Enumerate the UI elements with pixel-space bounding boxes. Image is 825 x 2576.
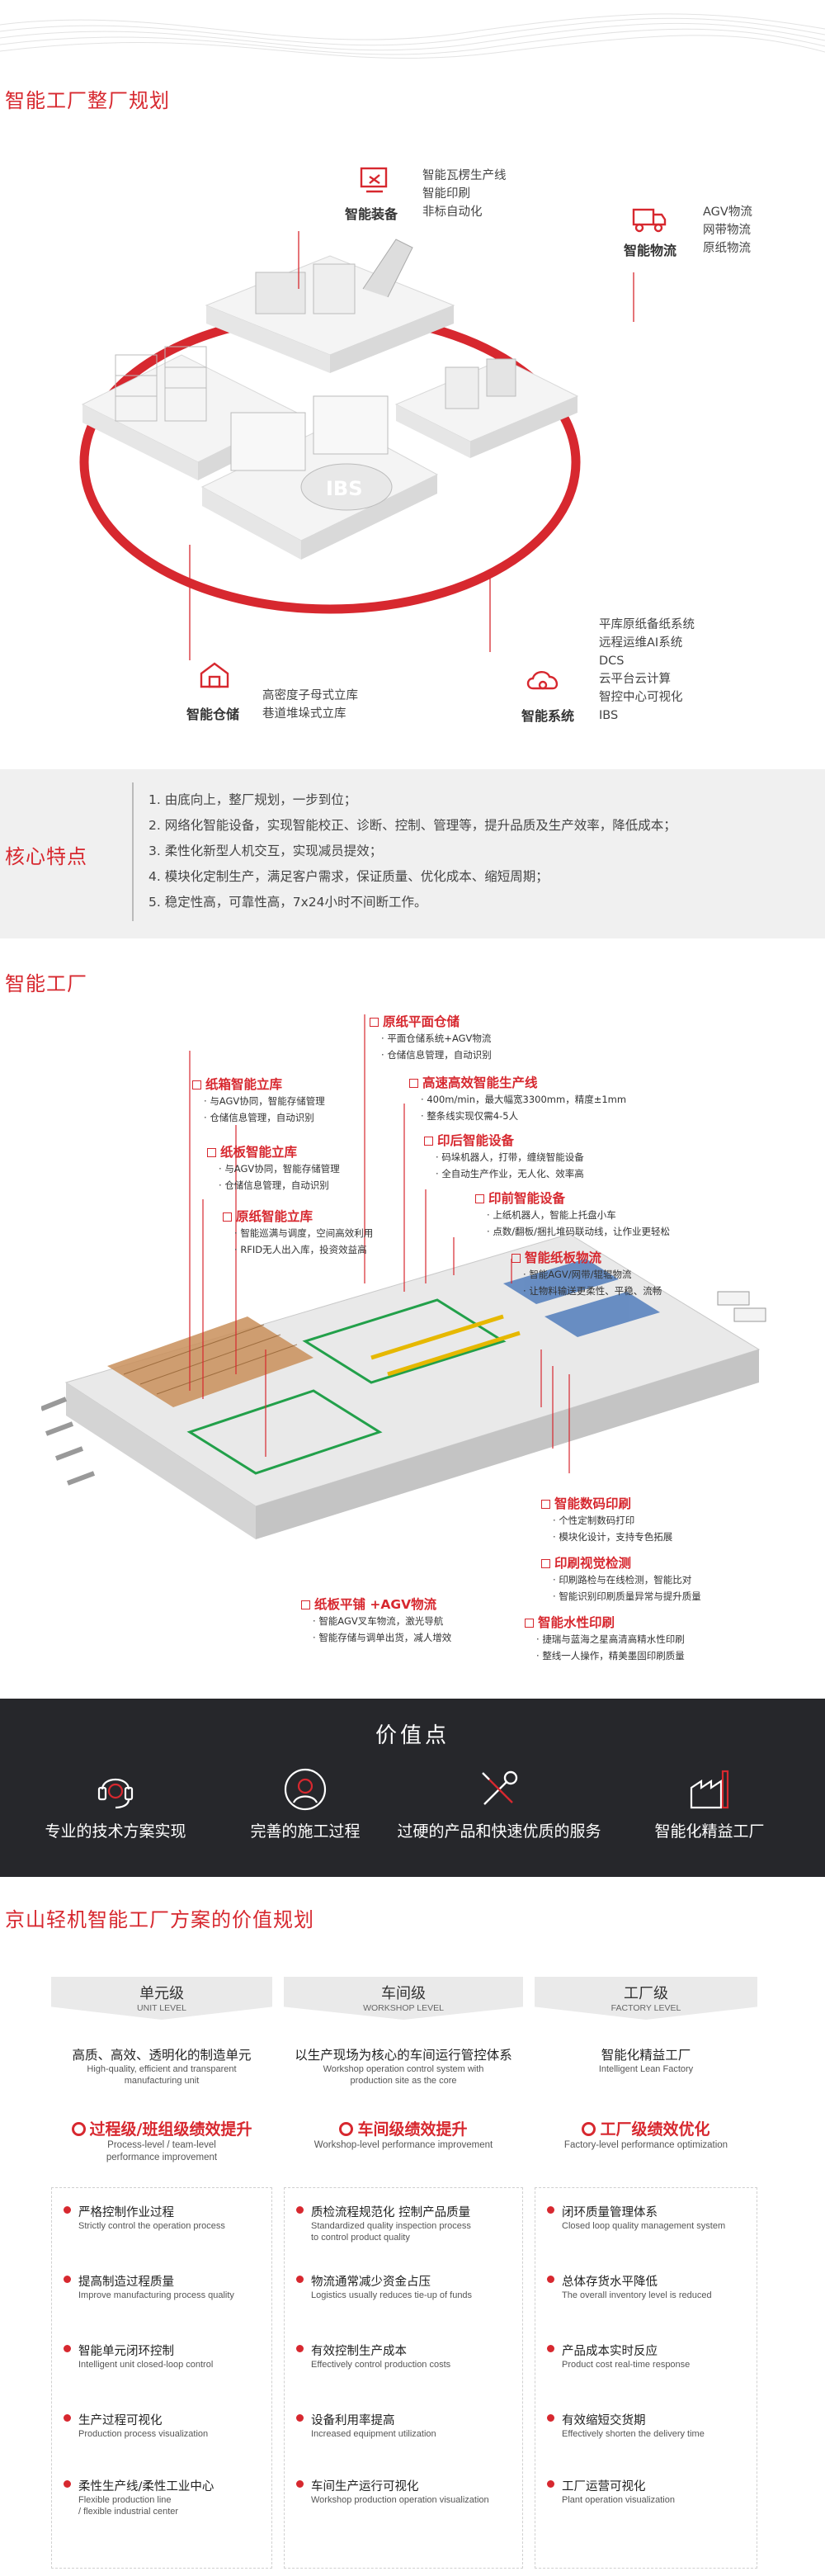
level-performance-workshop: 车间级绩效提升 Workshop-level performance impro… (314, 2120, 493, 2150)
target-icon (582, 2122, 596, 2136)
value-item-construction: 完善的施工过程 (202, 1765, 408, 1841)
callout-raw-paper-smart-warehouse: 原纸智能立库 · 智能巡满与调度，空间高效利用 · RFID无人出入库，投资效益… (223, 1207, 373, 1258)
feature-label-equipment: 智能装备 (345, 206, 398, 222)
decorative-wave-header (0, 13, 825, 59)
value-points-title: 价值点 (375, 1723, 450, 1748)
headset-icon (97, 1778, 134, 1809)
level-subtitle-factory: 智能化精益工厂 Intelligent Lean Factory (598, 2048, 694, 2074)
level-performance-factory: 工厂级绩效优化 Factory-level performance optimi… (563, 2120, 728, 2150)
callout-raw-paper-flat-storage: 原纸平面仓储 · 平面仓储系统+AGV物流 · 仓储信息管理，自动识别 (370, 1012, 492, 1063)
robot-arm-icon (360, 167, 388, 193)
level-performance-unit: 过程级/班组级绩效提升 Process-level / team-level p… (51, 2117, 272, 2164)
feature-label-logistics: 智能物流 (624, 243, 677, 258)
core-features-list: 1. 由底向上，整厂规划，一步到位； 2. 网络化智能设备，实现智能校正、诊断、… (132, 782, 792, 921)
feature-list-storage: 高密度子母式立库 巷道堆垛式立库 (262, 689, 358, 721)
feature-label-system: 智能系统 (521, 708, 575, 724)
iso-ibs-badge: IBS (326, 477, 363, 500)
factory-icon (690, 1770, 729, 1809)
callout-digital-printing: 智能数码印刷 · 个性定制数码打印 · 模块化设计，支持专色拓展 (541, 1494, 672, 1545)
value-item-service: 过硬的产品和快速优质的服务 (396, 1765, 602, 1841)
callout-print-vision-inspection: 印刷视觉检测 · 印刷路检与在线检测，智能比对 · 智能识别印刷质量异常与提升质… (541, 1553, 701, 1605)
callout-carton-smart-warehouse: 纸箱智能立库 · 与AGV协同，智能存储管理 · 仓储信息管理，自动识别 (192, 1075, 325, 1126)
core-features-band (0, 769, 825, 938)
value-item-technical: 专业的技术方案实现 (12, 1765, 219, 1841)
section-title-value-planning: 京山轻机智能工厂方案的价值规划 (5, 1908, 314, 1931)
callout-post-press-equipment: 印后智能设备 · 码垛机器人，打带，缠绕智能设备 · 全自动生产作业，无人化、效… (424, 1131, 584, 1182)
worker-icon (284, 1768, 327, 1811)
isometric-plant-illustration: IBS (79, 239, 581, 614)
level-header-workshop: 车间级 WORKSHOP LEVEL (284, 1977, 523, 2020)
core-line: 1. 由底向上，整厂规划，一步到位； (148, 792, 357, 807)
section-title-planning: 智能工厂整厂规划 (5, 89, 170, 112)
tools-icon (482, 1770, 518, 1805)
level-subtitle-unit: 高质、高效、透明化的制造单元 High-quality, efficient a… (72, 2048, 252, 2086)
core-line: 5. 稳定性高，可靠性高，7x24小时不间断工作。 (148, 895, 427, 910)
value-points-band (0, 1699, 825, 1877)
cloud-gear-icon (526, 671, 559, 690)
callout-board-flat-agv: 纸板平铺 +AGV物流 · 智能AGV叉车物流，激光导航 · 智能存储与调单出货… (301, 1595, 451, 1646)
level-header-factory: 工厂级 FACTORY LEVEL (535, 1977, 757, 2020)
warehouse-icon (200, 662, 229, 688)
callout-lines (189, 231, 634, 660)
feature-list-logistics: AGV物流 网带物流 原纸物流 (703, 206, 752, 255)
feature-list-equipment: 智能瓦楞生产线 智能印刷 非标自动化 (422, 169, 507, 219)
target-icon (71, 2122, 86, 2136)
section-title-core: 核心特点 (5, 845, 87, 868)
core-line: 3. 柔性化新型人机交互，实现减员提效； (148, 844, 383, 858)
callout-high-speed-production-line: 高速高效智能生产线 · 400m/min，最大幅宽3300mm，精度±1mm ·… (409, 1073, 626, 1124)
truck-icon (632, 208, 667, 233)
feature-label-storage: 智能仓储 (186, 707, 240, 722)
target-icon (339, 2122, 354, 2136)
callout-smart-board-logistics: 智能纸板物流 · 智能AGV/网带/辊辊物流 · 让物料输送更柔性、平稳、流畅 (512, 1248, 662, 1299)
core-line: 4. 模块化定制生产，满足客户需求，保证质量、优化成本、缩短周期； (148, 869, 549, 884)
callout-water-based-printing: 智能水性印刷 · 捷瑞与蓝海之星高清高精水性印刷 · 整线一人操作，精美墨固印刷… (525, 1613, 685, 1664)
feature-list-system: 平库原纸备纸系统 远程运维AI系统 DCS 云平台云计算 智控中心可视化 IBS (599, 618, 695, 722)
core-line: 2. 网络化智能设备，实现智能校正、诊断、控制、管理等，提升品质及生产效率，降低… (148, 818, 676, 833)
section-title-factory: 智能工厂 (5, 972, 87, 995)
callout-board-smart-warehouse: 纸板智能立库 · 与AGV协同，智能存储管理 · 仓储信息管理，自动识别 (207, 1142, 340, 1193)
value-item-lean-factory: 智能化精益工厂 (606, 1765, 813, 1841)
level-header-unit: 单元级 UNIT LEVEL (51, 1977, 272, 2020)
factory-layout-illustration (41, 1014, 766, 1539)
level-subtitle-workshop: 以生产现场为核心的车间运行管控体系 Workshop operation con… (295, 2048, 512, 2086)
callout-pre-press-equipment: 印前智能设备 · 上纸机器人，智能上托盘小车 · 点数/翻板/捆扎堆码联动线，让… (475, 1189, 670, 1240)
